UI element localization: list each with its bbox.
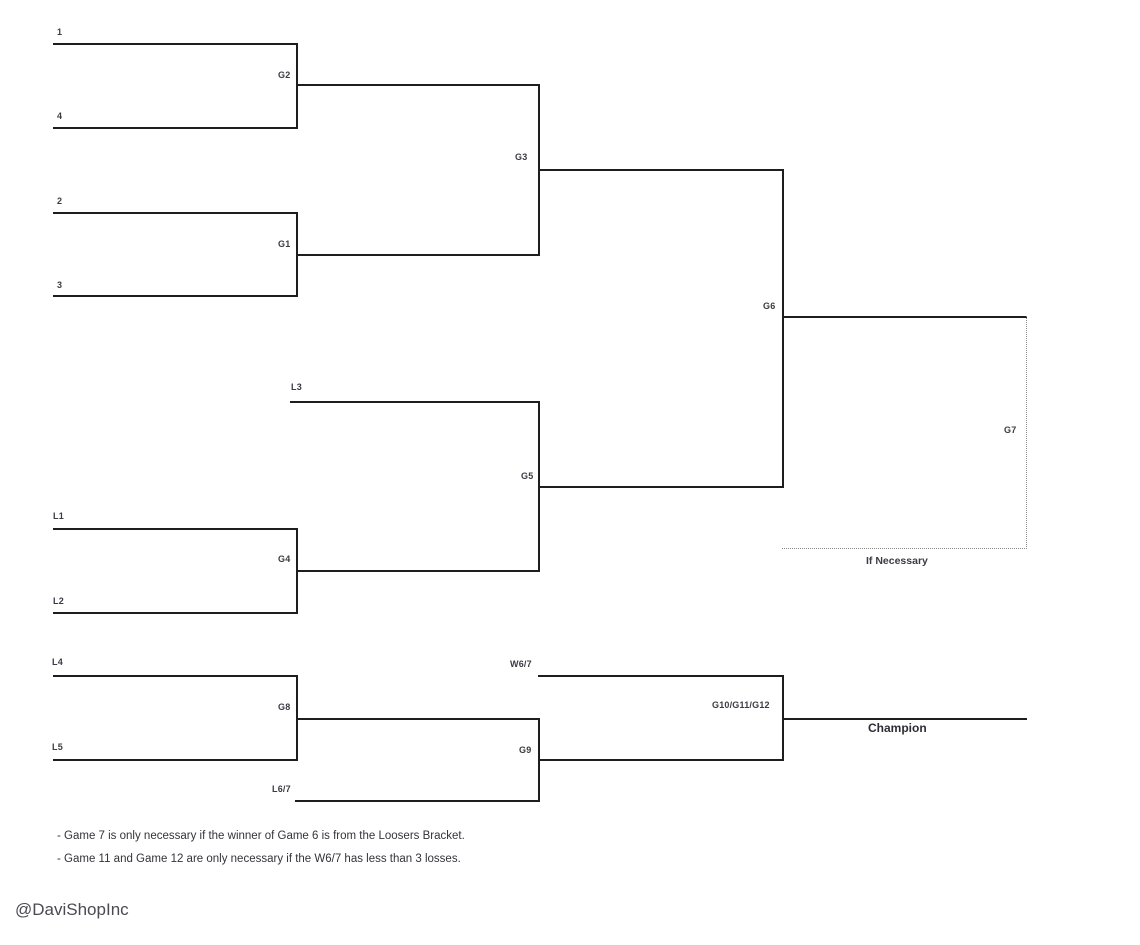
game-6-label: G6	[763, 301, 776, 311]
loser-5-label: L5	[52, 742, 63, 752]
loser-5-line	[53, 759, 296, 761]
loser-4-line	[53, 675, 296, 677]
game-8-label: G8	[278, 702, 291, 712]
game-2-winner-line	[296, 84, 538, 86]
game-2-connector	[296, 43, 298, 129]
note-game-7: - Game 7 is only necessary if the winner…	[57, 830, 465, 842]
seed-1-label: 1	[57, 27, 63, 37]
loser-3-label: L3	[291, 382, 302, 392]
game-10-11-12-label: G10/G11/G12	[712, 700, 770, 710]
loser-4-label: L4	[52, 657, 63, 667]
game-3-label: G3	[515, 152, 528, 162]
game-1-label: G1	[278, 239, 291, 249]
loser-6-7-line	[295, 800, 538, 802]
seed-1-line	[53, 43, 296, 45]
loser-3-line	[290, 401, 538, 403]
game-5-label: G5	[521, 471, 534, 481]
game-9-label: G9	[519, 745, 532, 755]
champion-line	[782, 718, 1027, 720]
loser-1-line	[53, 528, 296, 530]
note-game-11-12: - Game 11 and Game 12 are only necessary…	[57, 853, 461, 865]
if-necessary-label: If Necessary	[866, 555, 928, 567]
game-6-winner-line	[782, 316, 1027, 318]
loser-1-label: L1	[53, 511, 64, 521]
seed-3-label: 3	[57, 280, 63, 290]
credit-watermark: @DaviShopInc	[15, 900, 129, 919]
seed-4-label: 4	[57, 111, 63, 121]
game-7-label: G7	[1004, 425, 1017, 435]
loser-2-line	[53, 612, 296, 614]
winner-6-7-line	[538, 675, 782, 677]
game-3-winner-line	[538, 169, 782, 171]
winner-6-7-label: W6/7	[510, 659, 532, 669]
game-4-winner-line	[296, 570, 538, 572]
game-5-winner-line	[538, 486, 782, 488]
seed-3-line	[53, 295, 296, 297]
game-2-label: G2	[278, 70, 291, 80]
game-8-winner-line	[296, 718, 538, 720]
game-9-winner-line	[538, 759, 782, 761]
game-4-label: G4	[278, 554, 291, 564]
seed-2-line	[53, 212, 296, 214]
game-7-line-dotted	[782, 548, 1027, 549]
seed-4-line	[53, 127, 296, 129]
loser-2-label: L2	[53, 596, 64, 606]
champion-label: Champion	[868, 721, 927, 735]
game-1-winner-line	[296, 254, 538, 256]
seed-2-label: 2	[57, 196, 63, 206]
loser-6-7-label: L6/7	[272, 784, 291, 794]
game-6-connector	[782, 169, 784, 488]
game-7-connector-dotted	[1026, 316, 1027, 549]
